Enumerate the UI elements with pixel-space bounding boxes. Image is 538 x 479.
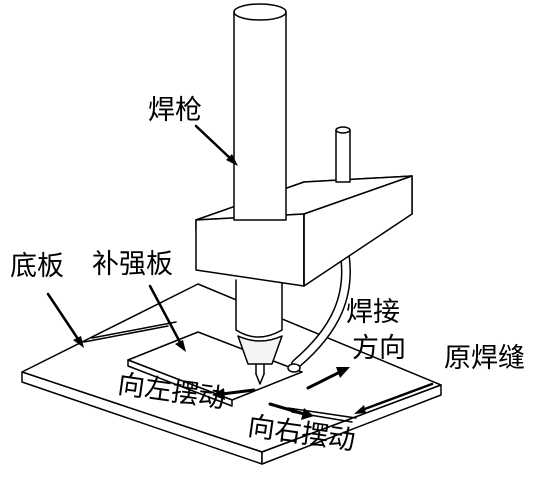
- label-weld-direction-line2: 方向: [352, 333, 406, 364]
- label-original-weld: 原焊缝: [444, 343, 525, 374]
- label-reinforcement-plate: 补强板: [92, 249, 173, 280]
- wire-feed-tube: [287, 245, 351, 373]
- torch-column: [233, 3, 287, 221]
- reinforcement-plate: [127, 331, 303, 407]
- torch-holder-block: [195, 175, 413, 287]
- torch-body: [235, 267, 283, 385]
- leader-arrows: [46, 124, 434, 414]
- wire-guide-post: [335, 126, 351, 183]
- label-weld-direction-line1: 焊接: [346, 297, 400, 328]
- motion-arrows: [212, 367, 350, 420]
- label-base-plate: 底板: [10, 251, 64, 282]
- label-torch: 焊枪: [148, 95, 202, 126]
